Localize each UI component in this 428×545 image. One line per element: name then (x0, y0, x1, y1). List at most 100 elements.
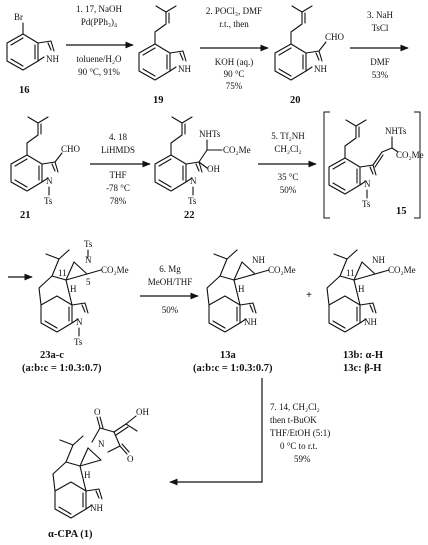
compound-number: 23a-c (40, 350, 64, 361)
compound-19: NH 19 (138, 5, 191, 106)
atom-number: 11 (58, 268, 67, 278)
compound-number: 22 (184, 210, 195, 221)
condition-text: 5. Tf₂NH (271, 131, 305, 141)
condition-text: THF (109, 170, 126, 180)
condition-text: 1. 17, NaOH (76, 4, 122, 14)
compound-number: 13b: α-H (343, 350, 383, 361)
atom-label: CO₂Me (223, 145, 251, 155)
atom-number: 5 (86, 277, 91, 287)
condition-text: 90 °C (224, 69, 245, 79)
atom-label: NHTs (385, 126, 407, 136)
plus-sign: + (306, 290, 312, 301)
condition-text: 75% (226, 81, 243, 91)
atom-label: O (127, 454, 134, 464)
atom-label: H (358, 284, 365, 294)
condition-text: 0 °C to r.t. (280, 441, 317, 451)
condition-text: r.t., then (219, 19, 249, 29)
condition-text: 35 °C (278, 172, 299, 182)
condition-text: 78% (110, 196, 127, 206)
atom-label: NH (178, 64, 191, 74)
atom-label: CHO (325, 32, 345, 42)
condition-text: -78 °C (106, 183, 130, 193)
compound-ratio: (a:b:c = 1:0.3:0.7) (193, 363, 273, 374)
condition-text: LiHMDS (101, 145, 135, 155)
compound-number: 16 (19, 85, 30, 96)
condition-text: 53% (372, 70, 389, 80)
condition-text: 50% (280, 185, 297, 195)
reaction-arrow-step-3: 3. NaH TsCl DMF 53% (350, 10, 409, 80)
atom-label: NH (372, 255, 385, 265)
compound-number: 20 (290, 95, 301, 106)
condition-text: toluene/H₂O (76, 54, 122, 64)
condition-text: Pd(PPh₃)₄ (81, 17, 117, 27)
atom-label: H (238, 284, 245, 294)
compound-13b-13c: NH CO₂Me H 11 NH 13b: α-H 13c: β-H (326, 249, 416, 374)
atom-label: H (84, 470, 91, 480)
atom-label: NH (244, 317, 257, 327)
condition-text: TsCl (372, 23, 389, 33)
atom-label: CO₂Me (396, 150, 424, 160)
condition-text: CH₂Cl₂ (274, 144, 301, 154)
atom-label: CO₂Me (268, 265, 296, 275)
compound-number: α-CPA (1) (48, 529, 93, 540)
condition-text: 2. POCl₃, DMF (206, 6, 262, 16)
atom-label: CO₂Me (101, 265, 129, 275)
compound-number: 19 (153, 95, 164, 106)
reaction-arrow-step-7: 7. 14, CH₂Cl₂ then t-BuOK THF/EtOH (5:1)… (169, 378, 330, 486)
atom-label: CO₂Me (388, 265, 416, 275)
atom-label: OH (207, 164, 220, 174)
condition-text: 7. 14, CH₂Cl₂ (270, 402, 320, 412)
compound-22: NHTs OH CO₂Me N Ts 22 (154, 116, 251, 221)
atom-label: N (364, 179, 371, 189)
compound-number: 15 (396, 206, 407, 217)
atom-label: NH (364, 317, 377, 327)
atom-label: NH (252, 255, 265, 265)
compound-15: NHTs CO₂Me N Ts 15 (323, 111, 424, 219)
atom-label: NHTs (199, 129, 221, 139)
compound-number: 13c: β-H (343, 363, 381, 374)
atom-label: Ts (362, 199, 371, 209)
atom-label: N (98, 439, 105, 449)
atom-label: Ts (84, 239, 93, 249)
atom-label: Ts (188, 196, 197, 206)
condition-text: 90 °C, 91% (78, 67, 120, 77)
condition-text: 50% (162, 305, 179, 315)
atom-label: CHO (61, 144, 81, 154)
condition-text: MeOH/THF (148, 277, 193, 287)
atom-label: N (190, 176, 197, 186)
condition-text: KOH (aq.) (215, 57, 254, 67)
compound-20: CHO NH 20 (274, 5, 345, 106)
condition-text: DMF (370, 57, 390, 67)
atom-label: N (46, 176, 53, 186)
compound-1-alpha-cpa: O O OH N H NH α-CPA (1) (48, 407, 149, 540)
compound-number: 21 (20, 210, 31, 221)
condition-text: then t-BuOK (270, 415, 317, 425)
compound-number: 13a (220, 350, 237, 361)
atom-label: Ts (74, 337, 83, 347)
atom-label: Br (14, 12, 23, 22)
condition-text: 3. NaH (367, 10, 393, 20)
compound-ratio: (a:b:c = 1:0.3:0.7) (22, 363, 102, 374)
compound-23: N Ts CO₂Me H 11 5 N Ts 23a-c (a:b:c = 1:… (22, 239, 129, 374)
condition-text: 4. 18 (109, 132, 128, 142)
reaction-arrow-step-6: 6. Mg MeOH/THF 50% (140, 264, 199, 315)
atom-label: NH (46, 54, 59, 64)
reaction-arrow-step-4: 4. 18 LiHMDS THF -78 °C 78% (90, 132, 151, 206)
condition-text: 59% (294, 454, 311, 464)
atom-label: O (94, 407, 101, 417)
reaction-arrow-step-1: 1. 17, NaOH Pd(PPh₃)₄ toluene/H₂O 90 °C,… (66, 4, 134, 77)
atom-label: Ts (44, 196, 53, 206)
atom-label: OH (136, 407, 149, 417)
atom-label: NH (314, 64, 327, 74)
atom-label: N (85, 255, 92, 265)
reaction-arrow-step-2: 2. POCl₃, DMF r.t., then KOH (aq.) 90 °C… (200, 6, 269, 91)
atom-label: NH (90, 503, 103, 513)
condition-text: THF/EtOH (5:1) (270, 428, 330, 438)
atom-number: 11 (346, 268, 355, 278)
atom-label: N (76, 317, 83, 327)
reaction-arrow-step-5: 5. Tf₂NH CH₂Cl₂ 35 °C 50% (258, 131, 317, 195)
atom-label: H (70, 284, 77, 294)
compound-13a: NH CO₂Me H NH 13a (a:b:c = 1:0.3:0.7) (193, 249, 296, 374)
compound-16: Br NH 16 (6, 12, 59, 96)
